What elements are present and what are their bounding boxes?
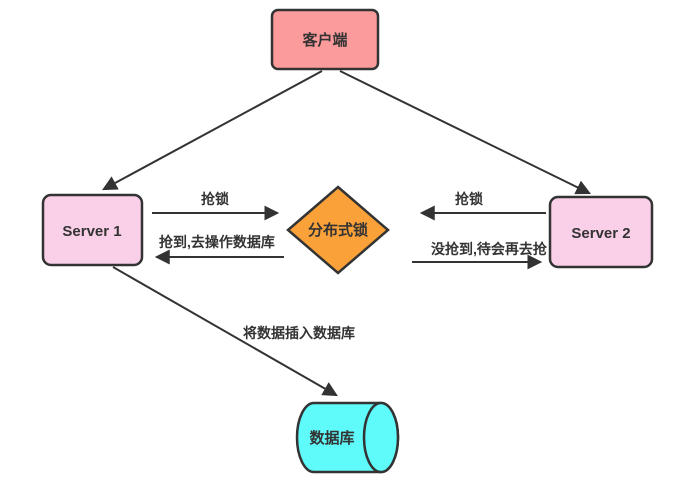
client-node: 客户端 [270,8,380,71]
database-label: 数据库 [309,429,354,447]
server1-box [41,193,144,267]
client-to-server2-arrow [339,70,592,195]
database-cylinder-cap [362,401,400,474]
client-box [270,8,380,71]
database-node: 数据库 [295,401,400,474]
server2-label: Server 2 [571,225,630,242]
server2-box [548,195,654,269]
lock-label: 分布式锁 [308,221,368,239]
lock-diamond [286,185,390,275]
server1-grab-lock-label: 抢锁 [201,191,229,207]
insert-into-database-label: 将数据插入数据库 [243,325,355,341]
distributed-lock-node: 分布式锁 [286,185,390,275]
lock-to-server2-label: 没抢到,待会再去抢 [431,241,548,257]
server1-node: Server 1 [41,193,144,267]
server1-label: Server 1 [62,223,121,240]
client-label: 客户端 [301,31,347,49]
server2-node: Server 2 [548,195,654,269]
server2-grab-lock-label: 抢锁 [455,191,483,207]
lock-to-server1-label: 抢到,去操作数据库 [159,234,275,250]
client-to-server1-arrow [102,70,323,191]
server1-to-database-arrow [112,266,338,397]
